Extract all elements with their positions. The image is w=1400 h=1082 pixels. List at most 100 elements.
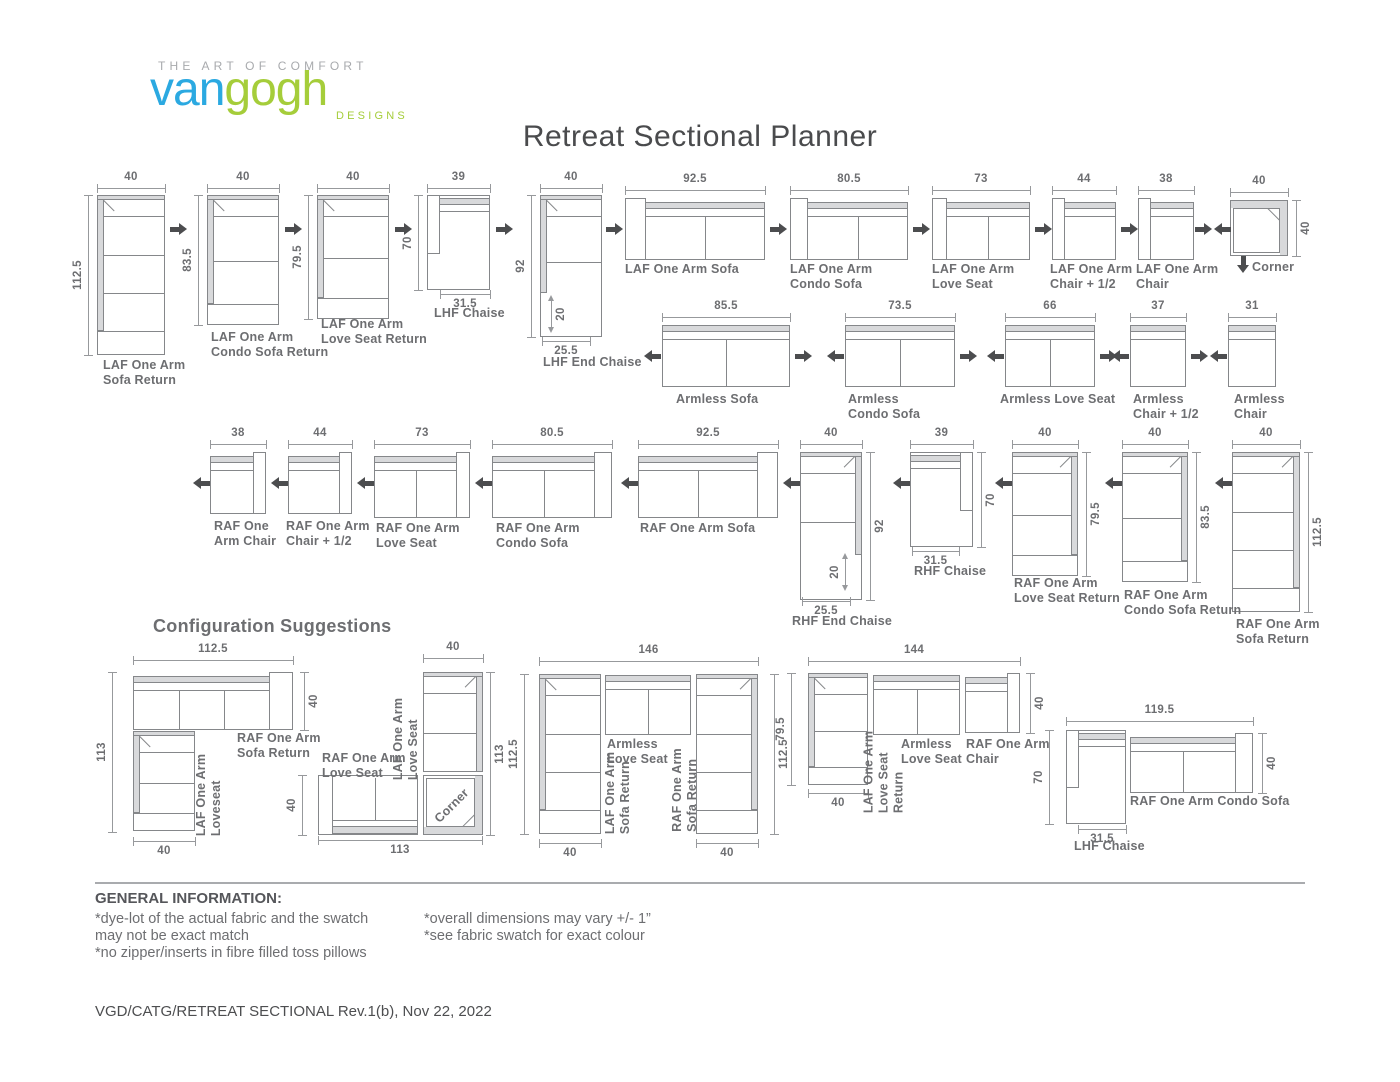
dim-40-9-label: 40 bbox=[564, 171, 578, 183]
config5-lhf-chaise bbox=[1066, 730, 1126, 824]
config4-armless-love-seat bbox=[873, 675, 960, 735]
connector-arrow-left-20 bbox=[1210, 350, 1228, 363]
config3-raf-sofa-return bbox=[696, 674, 758, 834]
vangogh-logo: vangogh bbox=[150, 62, 328, 117]
dim-70-61-label: 70 bbox=[1033, 770, 1045, 784]
connector-arrow-left-10 bbox=[1214, 223, 1232, 236]
connector-arrow-right-15 bbox=[960, 350, 978, 363]
dim-40-46-label: 40 bbox=[157, 845, 171, 857]
connector-arrow-left-27 bbox=[893, 477, 911, 490]
connector-arrow-right-13 bbox=[795, 350, 813, 363]
connector-arrow-right-4 bbox=[606, 223, 624, 236]
dim-92-10-label: 92 bbox=[515, 259, 527, 273]
dim-92p5-29-label: 92.5 bbox=[696, 427, 720, 439]
dim-92p5-13-label: 92.5 bbox=[683, 173, 707, 185]
config1-laf-loveseat bbox=[133, 731, 195, 831]
logo-van-text: van bbox=[150, 63, 225, 116]
logo-designs-text: DESIGNS bbox=[336, 110, 408, 122]
raf-one-arm-sofa bbox=[638, 452, 778, 518]
general-info-note-1: *dye-lot of the actual fabric and the sw… bbox=[95, 911, 369, 927]
general-info-note-1b: may not be exact match bbox=[95, 928, 249, 944]
connector-arrow-down-11 bbox=[1237, 256, 1255, 273]
config2-corner bbox=[423, 775, 483, 835]
connector-arrow-left-25 bbox=[621, 477, 639, 490]
connector-arrow-right-3 bbox=[496, 223, 514, 236]
raf-one-arm-chair bbox=[210, 452, 266, 514]
dim-40-58-label: 40 bbox=[1034, 696, 1046, 710]
dim-79p5-38-label: 79.5 bbox=[1090, 502, 1102, 526]
rhf-end-chaise bbox=[800, 452, 862, 600]
dim-112p5-53-label: 112.5 bbox=[778, 739, 790, 769]
general-info-note-4: *see fabric swatch for exact colour bbox=[424, 928, 645, 944]
general-info-note-3: *overall dimensions may vary +/- 1” bbox=[424, 911, 651, 927]
logo-gogh-text: gogh bbox=[224, 63, 328, 116]
connector-arrow-right-1 bbox=[285, 223, 303, 236]
dim-73p5-21-label: 73.5 bbox=[888, 300, 912, 312]
connector-arrow-left-23 bbox=[357, 477, 375, 490]
connector-arrow-left-24 bbox=[475, 477, 493, 490]
dim-112p5-42-label: 112.5 bbox=[1312, 517, 1324, 547]
dim-113-44-label: 113 bbox=[96, 742, 108, 762]
label-laf-one-arm-sofa: LAF One Arm Sofa bbox=[625, 262, 739, 276]
dim-70-35-label: 70 bbox=[985, 492, 997, 507]
config3-laf-sofa-return bbox=[539, 674, 601, 834]
dim-44-26-label: 44 bbox=[313, 427, 327, 439]
config2-laf-love-seat bbox=[423, 672, 483, 772]
dim-40-49-label: 40 bbox=[286, 798, 298, 812]
section-divider bbox=[95, 882, 1305, 884]
dim-146-51-label: 146 bbox=[638, 644, 659, 656]
general-information-heading: GENERAL INFORMATION: bbox=[95, 890, 282, 907]
connector-arrow-right-8 bbox=[1121, 223, 1139, 236]
connector-arrow-right-2 bbox=[395, 223, 413, 236]
configuration-suggestions-heading: Configuration Suggestions bbox=[153, 616, 392, 636]
dim-113-50-label: 113 bbox=[390, 844, 410, 856]
dim-31p5-63-label: 31.5 bbox=[1090, 833, 1114, 845]
dim-40-2-label: 40 bbox=[236, 171, 250, 183]
laf-one-arm-sofa bbox=[625, 198, 765, 260]
label-rhf-end-chaise: RHF End Chaise bbox=[792, 614, 893, 628]
connector-arrow-left-18 bbox=[1112, 350, 1130, 363]
dim-113-48-label: 113 bbox=[494, 743, 506, 764]
dim-40-4-label: 40 bbox=[346, 171, 360, 183]
label-raf-one-arm-sofa: RAF One Arm Sofa bbox=[640, 521, 756, 535]
dim-38-25-label: 38 bbox=[231, 427, 245, 439]
rhf-chaise bbox=[910, 452, 973, 547]
dim-37-23-label: 37 bbox=[1151, 300, 1165, 312]
corner-piece bbox=[1230, 200, 1288, 256]
dim-40-30-label: 40 bbox=[824, 427, 838, 439]
dim-39-34-label: 39 bbox=[934, 427, 949, 439]
dim-112p5-1-label: 112.5 bbox=[72, 260, 84, 290]
raf-one-arm-love-seat-return bbox=[1012, 452, 1078, 576]
dim-119p5-60-label: 119.5 bbox=[1144, 704, 1175, 716]
connector-arrow-left-26 bbox=[783, 477, 801, 490]
dim-80p5-14-label: 80.5 bbox=[837, 173, 861, 185]
connector-arrow-right-5 bbox=[770, 223, 788, 236]
dim-79p5-5-label: 79.5 bbox=[292, 245, 304, 269]
label-armless-love-seat: Armless Love Seat bbox=[1000, 392, 1116, 406]
dim-92-31-label: 92 bbox=[874, 519, 886, 533]
config5-raf-condo-sofa bbox=[1130, 733, 1253, 793]
dim-66-22-label: 66 bbox=[1043, 300, 1057, 312]
dim-79p5-57-label: 79.5 bbox=[775, 717, 787, 741]
label-lhf-chaise: LHF Chaise bbox=[434, 306, 505, 320]
document-reference: VGD/CATG/RETREAT SECTIONAL Rev.1(b), Nov… bbox=[95, 1003, 492, 1020]
dim-39-6-label: 39 bbox=[451, 171, 466, 183]
laf-one-arm-condo-sofa bbox=[790, 198, 908, 260]
config1-raf-sofa-return bbox=[133, 672, 293, 730]
label-config5-lhf-chaise: LHF Chaise bbox=[1074, 839, 1145, 853]
dim-40-41-label: 40 bbox=[1259, 427, 1273, 439]
